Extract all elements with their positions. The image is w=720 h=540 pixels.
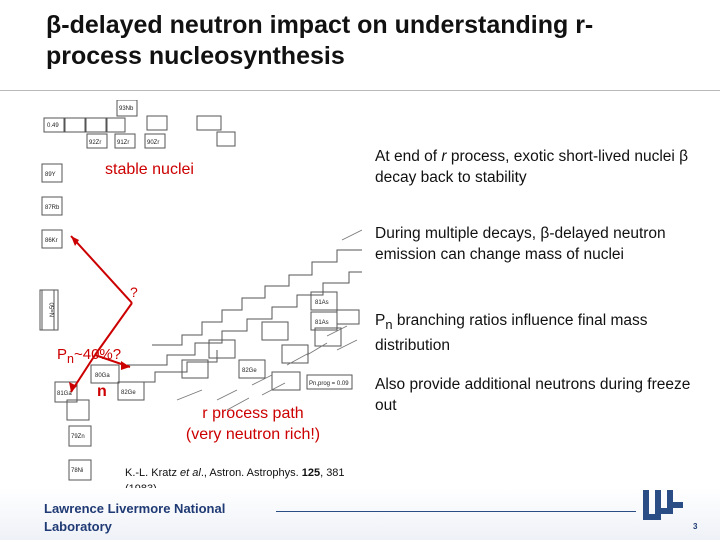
- svg-text:81As: 81As: [315, 300, 329, 306]
- svg-text:91Zr: 91Zr: [117, 140, 129, 146]
- title-text: -delayed neutron impact on understanding…: [46, 11, 594, 70]
- svg-text:79Zn: 79Zn: [71, 434, 85, 440]
- svg-text:86Kr: 86Kr: [45, 238, 58, 244]
- r-process-path-label: r process path (very neutron rich!): [185, 405, 321, 443]
- bullet-2: During multiple decays, β-delayed neutro…: [375, 225, 666, 263]
- footer-band: [0, 488, 720, 540]
- footer-divider: [276, 511, 636, 512]
- svg-text:N=50: N=50: [50, 302, 56, 317]
- bullet-4: Also provide additional neutrons during …: [375, 376, 691, 414]
- svg-text:78Ni: 78Ni: [71, 468, 83, 474]
- footer-lab-name: Lawrence Livermore National Laboratory: [44, 501, 226, 534]
- svg-text:87Rb: 87Rb: [45, 205, 60, 211]
- llnl-logo-icon: [641, 488, 685, 527]
- svg-text:82Ge: 82Ge: [242, 368, 257, 374]
- page-number: 3: [693, 522, 698, 531]
- svg-text:89Y: 89Y: [45, 172, 56, 178]
- neutron-label: n: [97, 383, 107, 400]
- svg-text:81As: 81As: [315, 320, 329, 326]
- nuclide-chart-graphic: 93Nb 0.49 92Zr 91Zr 90Zr 89Y 87Rb 86Kr 8…: [32, 100, 362, 495]
- nuclide-chart-figure: 93Nb 0.49 92Zr 91Zr 90Zr 89Y 87Rb 86Kr 8…: [27, 100, 362, 500]
- svg-text:81Ga: 81Ga: [57, 391, 72, 397]
- question-mark-label: ?: [130, 284, 138, 300]
- pn-estimate-label: Pn~40%?: [57, 346, 122, 366]
- svg-text:92Zr: 92Zr: [89, 140, 101, 146]
- svg-text:82Ge: 82Ge: [121, 390, 136, 396]
- svg-text:93Nb: 93Nb: [119, 106, 134, 112]
- svg-text:Pn,prog = 0.09: Pn,prog = 0.09: [309, 381, 349, 387]
- svg-text:90Zr: 90Zr: [147, 140, 159, 146]
- stable-nuclei-label: stable nuclei: [105, 161, 194, 178]
- bullet-3: Pn branching ratios influence final mass…: [375, 312, 648, 355]
- title-beta: β: [46, 11, 62, 39]
- slide-title: β-delayed neutron impact on understandin…: [46, 10, 686, 72]
- title-divider: [0, 90, 720, 91]
- svg-text:80Ga: 80Ga: [95, 373, 110, 379]
- bullet-1: At end of r process, exotic short-lived …: [375, 148, 689, 186]
- svg-text:0.49: 0.49: [47, 123, 59, 129]
